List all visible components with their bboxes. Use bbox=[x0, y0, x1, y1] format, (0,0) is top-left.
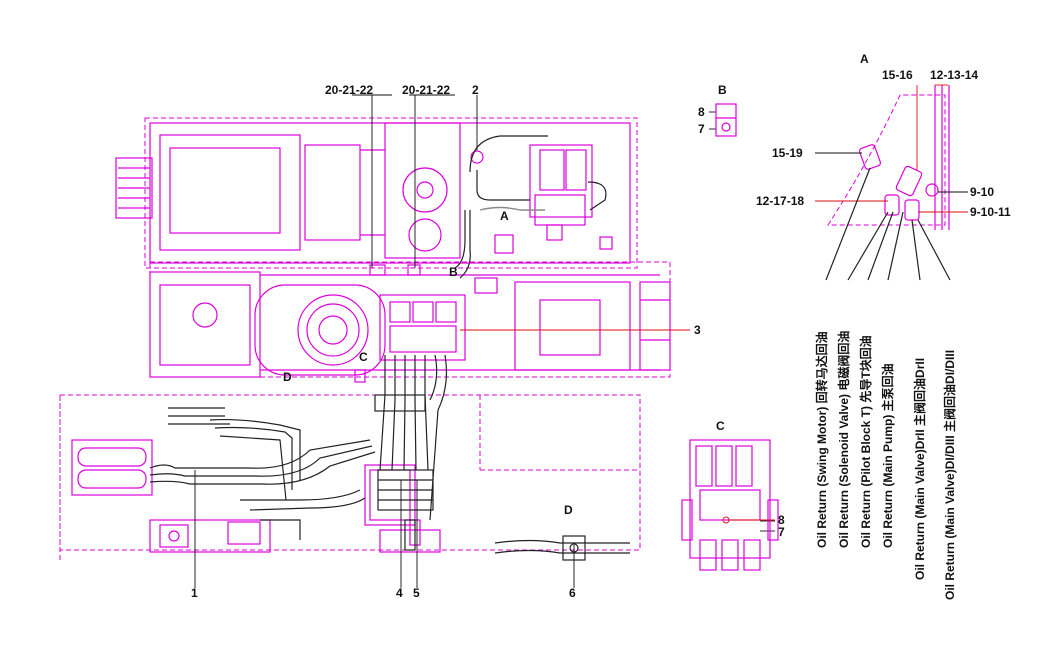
view-label-b-detail: B bbox=[718, 83, 727, 97]
view-labels: A B C D A B C D bbox=[283, 52, 869, 517]
view-label-c-detail: C bbox=[716, 419, 725, 433]
callout-9-10: 9-10 bbox=[970, 185, 994, 199]
machine-frame bbox=[59, 117, 671, 560]
callout-labels: 20-21-22 20-21-22 2 3 1 4 5 6 8 7 8 7 15… bbox=[191, 68, 1011, 600]
detail-b bbox=[715, 103, 737, 137]
label-oil-return-main-valve-drii: Oil Return (Main Valve)DrII 主阀回油DrII bbox=[912, 358, 927, 580]
view-label-c-main: C bbox=[359, 350, 368, 364]
label-oil-return-solenoid-valve: Oil Return (Solenoid Valve) 电磁阀回油 bbox=[836, 331, 851, 548]
detail-c bbox=[681, 439, 779, 571]
callout-8-detail-c: 8 bbox=[778, 513, 785, 527]
callout-3: 3 bbox=[694, 323, 701, 337]
label-oil-return-pilot-block: Oil Return (Pilot Block T) 先导T块回油 bbox=[858, 335, 873, 548]
callout-20-21-22-left: 20-21-22 bbox=[325, 83, 373, 97]
oil-return-labels: Oil Return (Swing Motor) 回转马达回油 Oil Retu… bbox=[814, 331, 957, 600]
callout-5: 5 bbox=[413, 586, 420, 600]
callout-15-19: 15-19 bbox=[772, 146, 803, 160]
callout-12-13-14: 12-13-14 bbox=[930, 68, 978, 82]
leader-lines bbox=[194, 94, 775, 588]
view-label-b-main: B bbox=[449, 265, 458, 279]
detail-d bbox=[494, 535, 630, 561]
label-oil-return-main-pump: Oil Return (Main Pump) 主泵回油 bbox=[880, 363, 895, 548]
callout-12-17-18: 12-17-18 bbox=[756, 194, 804, 208]
callout-7-detail-c: 7 bbox=[778, 525, 785, 539]
callout-4: 4 bbox=[396, 586, 403, 600]
view-label-a-detail: A bbox=[860, 52, 869, 66]
label-oil-return-swing-motor: Oil Return (Swing Motor) 回转马达回油 bbox=[814, 331, 829, 548]
callout-8-detail-b: 8 bbox=[698, 105, 705, 119]
view-label-d-detail: D bbox=[564, 503, 573, 517]
callout-20-21-22-right: 20-21-22 bbox=[402, 83, 450, 97]
callout-2: 2 bbox=[472, 83, 479, 97]
callout-15-16: 15-16 bbox=[882, 68, 913, 82]
view-label-a-main: A bbox=[500, 209, 509, 223]
hose-routing bbox=[149, 135, 607, 551]
callout-1: 1 bbox=[191, 586, 198, 600]
callout-7-detail-b: 7 bbox=[698, 122, 705, 136]
detail-a bbox=[815, 84, 968, 281]
callout-6: 6 bbox=[569, 586, 576, 600]
view-label-d-main: D bbox=[283, 370, 292, 384]
callout-9-10-11: 9-10-11 bbox=[970, 205, 1011, 219]
label-oil-return-main-valve-di-diii: Oil Return (Main Valve)DI/DIII 主阀回油DI/DI… bbox=[942, 350, 957, 600]
